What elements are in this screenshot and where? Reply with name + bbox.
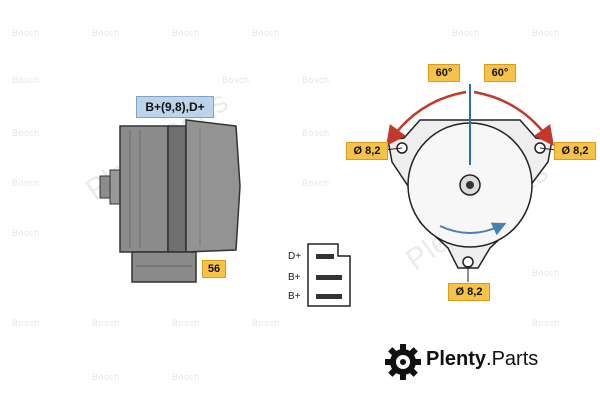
watermark-bosch: Bosch <box>302 75 330 85</box>
watermark-bosch: Bosch <box>172 28 200 38</box>
plenty-parts-logo-text: Plenty.Parts <box>426 348 538 371</box>
watermark-bosch: Bosch <box>172 318 200 328</box>
hole-left-diameter: Ø 8,2 <box>346 142 388 160</box>
logo-suffix: .Parts <box>486 348 539 370</box>
watermark-bosch: Bosch <box>172 372 200 382</box>
plenty-gear-logo-icon <box>385 344 421 380</box>
terminal-label-b-plus-d-plus: B+(9,8),D+ <box>136 96 214 118</box>
terminal-56-label: 56 <box>202 260 226 278</box>
watermark-bosch: Bosch <box>12 318 40 328</box>
watermark-bosch: Bosch <box>92 318 120 328</box>
watermark-bosch: Bosch <box>532 268 560 278</box>
watermark-bosch: Bosch <box>12 128 40 138</box>
watermark-bosch: Bosch <box>252 28 280 38</box>
watermark-bosch: Bosch <box>452 28 480 38</box>
watermark-bosch: Bosch <box>222 75 250 85</box>
watermark-bosch: Bosch <box>302 178 330 188</box>
plug-pin-label: B+ <box>288 291 301 302</box>
plug-pin-label: D+ <box>288 251 302 262</box>
watermark-bosch: Bosch <box>12 178 40 188</box>
watermark-bosch: Bosch <box>532 318 560 328</box>
angle-left-label: 60° <box>428 64 460 82</box>
plug-pin-label: B+ <box>288 272 301 283</box>
watermark-bosch: Bosch <box>252 318 280 328</box>
watermark-bosch: Bosch <box>532 28 560 38</box>
watermark-bosch: Bosch <box>302 128 330 138</box>
watermark-bosch: Bosch <box>12 228 40 238</box>
watermark-bosch: Bosch <box>12 75 40 85</box>
hole-bottom-diameter: Ø 8,2 <box>448 283 490 301</box>
watermark-bosch: Bosch <box>92 28 120 38</box>
hole-right-diameter: Ø 8,2 <box>554 142 596 160</box>
angle-right-label: 60° <box>484 64 516 82</box>
watermark-bosch: Bosch <box>92 372 120 382</box>
logo-brand: Plenty <box>426 348 487 370</box>
watermark-bosch: Bosch <box>12 28 40 38</box>
